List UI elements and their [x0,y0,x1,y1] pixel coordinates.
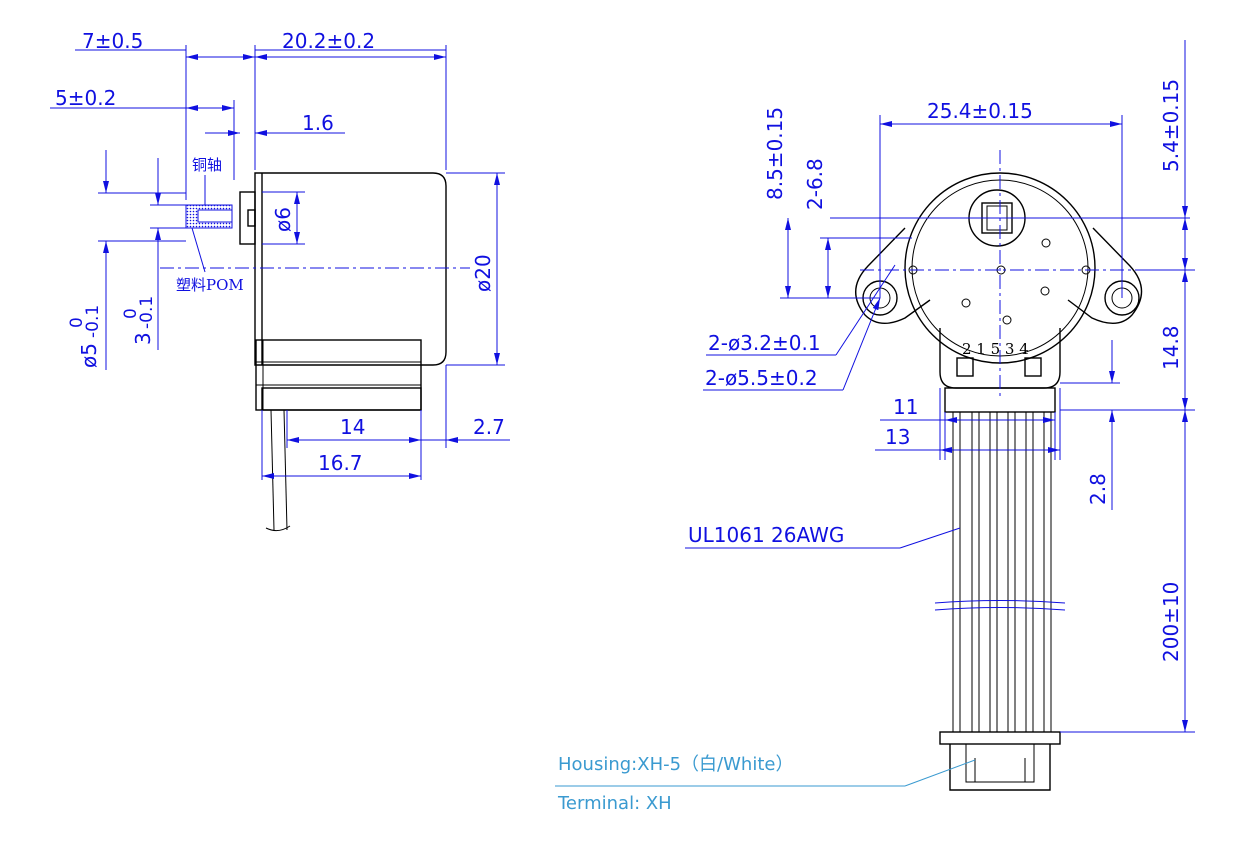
side-view: 7±0.5 20.2±0.2 5±0.2 1.6 铜轴 塑料POM ø6 ø20 [50,29,510,532]
dim-shaft-offset: 5.4±0.15 [1159,79,1183,172]
dim-housing-width: 11 [893,395,918,419]
dim-lead-length: 200±10 [1159,582,1183,662]
dim-bracket-len: 14 [340,415,365,439]
dim-shaft-len: 7±0.5 [82,29,143,53]
front-view: 2 1 5 3 4 25.4±0.15 8.5±0.1 [555,40,1195,814]
dim-bracket-total: 16.7 [318,451,363,475]
label-copper-shaft: 铜轴 [192,156,222,174]
connector-bracket [255,339,422,411]
dim-boss-offset: 2-6.8 [803,158,827,210]
dim-body-depth: 20.2±0.2 [282,29,375,53]
dim-shaft-part: 5±0.2 [55,86,116,110]
wire-spec: UL1061 26AWG [688,523,844,547]
mounting-flange [855,227,1143,324]
dim-flange-height: 8.5±0.15 [763,107,787,200]
end-connector [939,731,1061,745]
dim-shaft-dia-tol-lower: -0.1 [83,305,103,338]
housing-note: Housing:XH-5（白/White） [558,754,793,775]
dim-flange: 1.6 [302,111,334,135]
dim-connector-height: 14.8 [1159,325,1183,370]
dim-flat-tol-upper: 0 [121,308,141,319]
dim-flat-width: 3 [131,332,155,345]
terminal-note: Terminal: XH [557,793,672,814]
motor-body-outline [254,172,447,366]
dim-hole-dia: 2-ø3.2±0.1 [708,331,821,355]
dim-lead-step: 2.8 [1086,473,1110,505]
dim-flat-tol-lower: -0.1 [137,296,157,329]
dim-shaft-dia-tol-upper: 0 [67,317,87,328]
dim-boss-dia-front: 2-ø5.5±0.2 [705,366,818,390]
pin-order: 2 1 5 3 4 [962,340,1029,358]
dim-bracket-offset: 2.7 [473,415,505,439]
dim-body-dia: ø20 [471,254,495,292]
dim-housing-total: 13 [885,425,910,449]
label-plastic-pom: 塑料POM [176,276,244,294]
dim-mount-pitch: 25.4±0.15 [927,99,1033,123]
dim-shaft-dia: ø5 [77,343,101,368]
dim-boss-dia: ø6 [271,207,295,232]
